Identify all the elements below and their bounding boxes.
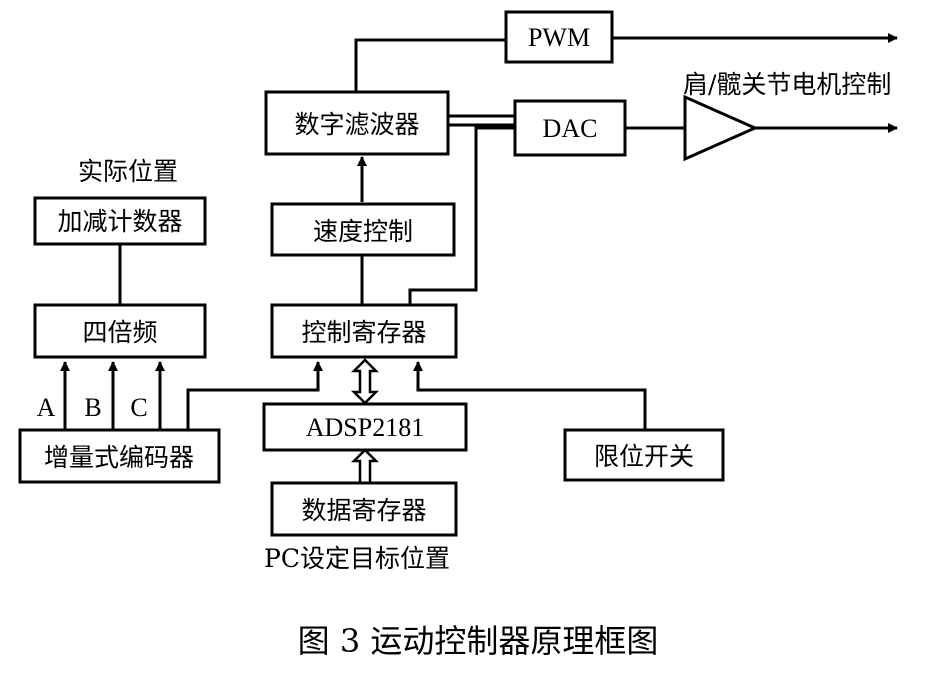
- block-pwm-label: PWM: [528, 23, 590, 52]
- block-limit-switch: 限位开关: [563, 428, 725, 482]
- block-speed-control: 速度控制: [270, 202, 456, 257]
- block-control-register: 控制寄存器: [270, 303, 458, 359]
- block-adsp: ADSP2181: [262, 402, 468, 452]
- block-encoder: 增量式编码器: [18, 428, 221, 484]
- label-signal-a: A: [37, 393, 56, 422]
- amplifier-symbol: [683, 94, 759, 162]
- label-actual-position: 实际位置: [78, 157, 178, 186]
- block-speed-control-label: 速度控制: [313, 217, 413, 246]
- bus-register-adsp: [350, 358, 380, 405]
- block-encoder-label: 增量式编码器: [44, 443, 194, 472]
- label-pc-target: PC设定目标位置: [264, 544, 450, 573]
- label-motor-control: 肩/髋关节电机控制: [683, 70, 891, 99]
- block-digital-filter: 数字滤波器: [264, 90, 450, 156]
- label-signal-c: C: [130, 393, 147, 422]
- block-limit-switch-label: 限位开关: [594, 442, 694, 471]
- block-control-register-label: 控制寄存器: [301, 318, 426, 347]
- figure-caption: 图 3 运动控制器原理框图: [298, 622, 659, 660]
- block-quadrupler: 四倍频: [33, 303, 207, 359]
- wire-register-to-dac: [408, 126, 515, 305]
- label-signal-b: B: [84, 393, 101, 422]
- block-pwm: PWM: [504, 10, 614, 64]
- block-counter: 加减计数器: [33, 196, 207, 246]
- block-data-register-label: 数据寄存器: [301, 496, 426, 525]
- block-adsp-label: ADSP2181: [306, 413, 424, 442]
- wire-filter-to-pwm: [354, 38, 506, 92]
- block-counter-label: 加减计数器: [57, 207, 182, 236]
- block-quadrupler-label: 四倍频: [82, 318, 157, 347]
- block-dac: DAC: [513, 99, 627, 157]
- bus-data-to-adsp: [350, 448, 380, 485]
- block-digital-filter-label: 数字滤波器: [294, 110, 419, 139]
- block-data-register: 数据寄存器: [270, 481, 458, 537]
- block-dac-label: DAC: [543, 114, 598, 143]
- wire-limit-to-register: [413, 361, 647, 430]
- wire-encoder-to-register: [186, 361, 323, 430]
